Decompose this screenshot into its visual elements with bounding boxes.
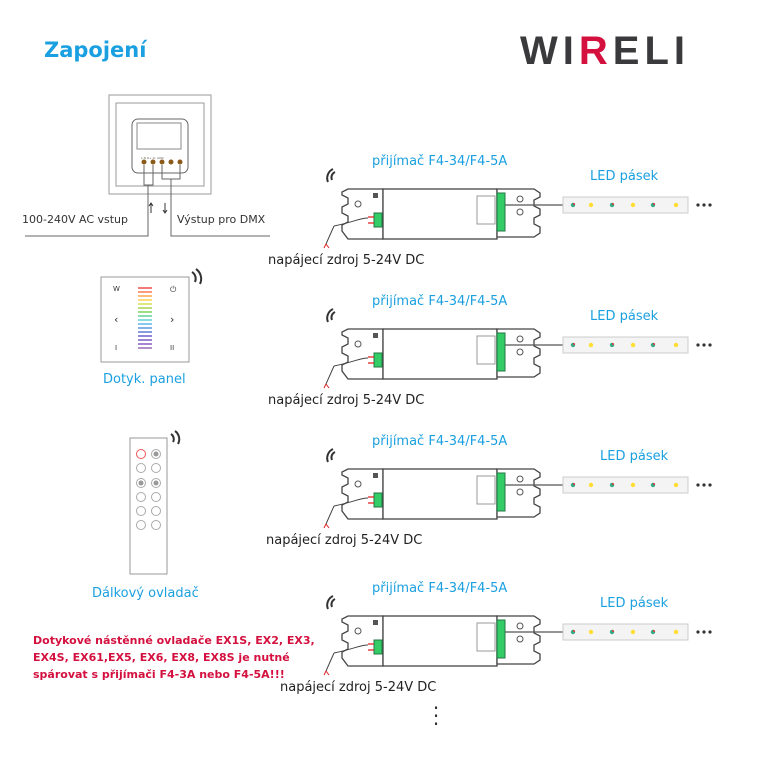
receiver-label: přijímač F4-34/F4-5A (372, 294, 508, 309)
pairing-warning: Dotykové nástěnné ovladače EX1S, EX2, EX… (33, 634, 315, 681)
power-supply-label: napájecí zdroj 5-24V DC (280, 680, 437, 695)
ac-input-label: 100-240V AC vstup (22, 213, 128, 226)
receiver-row: přijímač F4-34/F4-5A LED pásek napájecí … (280, 579, 720, 719)
power-supply-label: napájecí zdroj 5-24V DC (266, 533, 423, 548)
receiver-label: přijímač F4-34/F4-5A (372, 581, 508, 596)
power-supply-label: napájecí zdroj 5-24V DC (268, 253, 425, 268)
receiver-diagram (323, 595, 712, 676)
dmx-output-label: Výstup pro DMX (177, 213, 266, 226)
panel-key-1[interactable]: I (115, 344, 118, 352)
wireless-icon (326, 595, 336, 610)
dmx-wall-module: L N D+ D- GND (25, 94, 270, 237)
receiver-label: přijímač F4-34/F4-5A (372, 154, 508, 169)
wireless-icon (326, 308, 336, 323)
wireless-icon (326, 448, 336, 463)
led-strip-label: LED pásek (600, 596, 669, 611)
touch-panel-label: Dotyk. panel (103, 372, 186, 387)
panel-key-power[interactable]: ⏻ (170, 285, 177, 294)
svg-text:L N D+ D- GND: L N D+ D- GND (141, 156, 165, 160)
wireless-icon (326, 168, 336, 183)
touch-panel (100, 268, 203, 363)
led-strip-label: LED pásek (590, 169, 659, 184)
receiver-label: přijímač F4-34/F4-5A (372, 434, 508, 449)
power-supply-label: napájecí zdroj 5-24V DC (268, 393, 425, 408)
panel-key-left[interactable]: ‹ (114, 313, 119, 326)
receiver-diagram (323, 168, 712, 249)
panel-key-w[interactable]: W (113, 285, 120, 293)
receiver-diagram (323, 448, 712, 529)
receiver-row: přijímač F4-34/F4-5A LED pásek napájecí … (268, 292, 720, 432)
page-title: Zapojení (44, 38, 147, 62)
svg-text:WIRELI: WIRELI (520, 30, 690, 70)
panel-key-2[interactable]: II (170, 344, 175, 352)
remote-control (129, 430, 181, 575)
led-strip-label: LED pásek (600, 449, 669, 464)
receiver-diagram (323, 308, 712, 389)
receiver-row: přijímač F4-34/F4-5A LED pásek napájecí … (268, 152, 720, 292)
wireli-logo: WIRELI (520, 30, 690, 70)
panel-key-right[interactable]: › (170, 313, 175, 326)
receiver-row: přijímač F4-34/F4-5A LED pásek napájecí … (266, 432, 720, 572)
remote-label: Dálkový ovladač (92, 586, 199, 601)
led-strip-label: LED pásek (590, 309, 659, 324)
more-receivers-ellipsis: ··· (432, 696, 440, 736)
